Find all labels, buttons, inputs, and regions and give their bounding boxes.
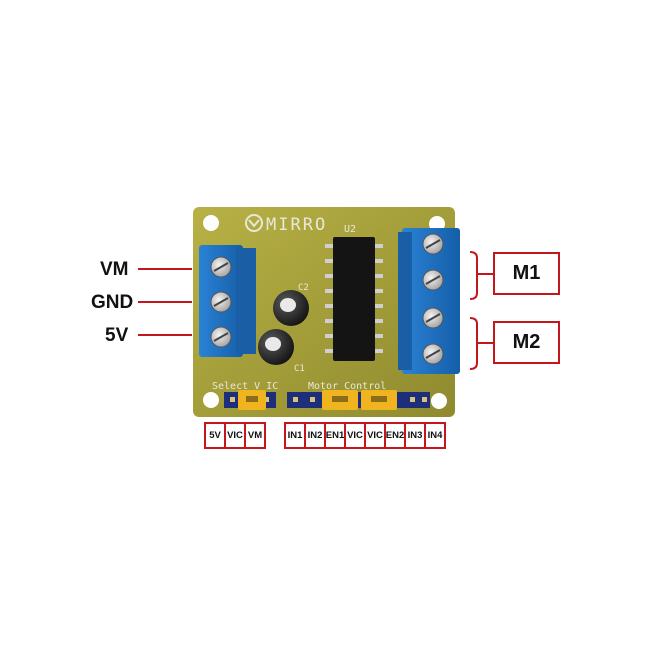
pin-label: IN1 [284, 422, 306, 449]
screw-icon [422, 343, 444, 365]
capacitor-c1 [258, 329, 294, 365]
pin-label: IN3 [404, 422, 426, 449]
label-m1: M1 [493, 252, 560, 295]
pin-label: VIC [224, 422, 246, 449]
pin-label: VIC [344, 422, 366, 449]
screw-icon [422, 307, 444, 329]
label-vm: VM [100, 259, 129, 280]
pin-label: VM [244, 422, 266, 449]
logo-icon [245, 214, 263, 232]
pin-label: VIC [364, 422, 386, 449]
label-gnd: GND [91, 292, 134, 313]
pin-header-right [287, 392, 430, 408]
screw-icon [210, 326, 232, 348]
screw-icon [422, 233, 444, 255]
pin-label: 5V [204, 422, 226, 449]
silk-motor-control: Motor Control [308, 381, 386, 392]
silk-select-v-ic: Select V IC [212, 381, 278, 392]
capacitor-c2 [273, 290, 309, 326]
pin-labels-motor: IN1 IN2 EN1 VIC VIC EN2 IN3 IN4 [284, 422, 446, 449]
pin-label: IN2 [304, 422, 326, 449]
cap-label-c1: C1 [294, 364, 305, 374]
screw-icon [422, 269, 444, 291]
chip-label: U2 [344, 224, 356, 235]
mounting-hole [203, 215, 219, 231]
pcb [193, 207, 455, 417]
label-5v: 5V [105, 325, 129, 346]
logo-text: MIRRO [266, 215, 327, 235]
mounting-hole [203, 392, 219, 408]
mounting-hole [431, 393, 447, 409]
pin-label: EN2 [384, 422, 406, 449]
pin-label: IN4 [424, 422, 446, 449]
screw-icon [210, 256, 232, 278]
pin-labels-select: 5V VIC VM [204, 422, 266, 449]
cap-label-c2: C2 [298, 283, 309, 293]
annotation-lines [138, 251, 493, 370]
screw-icon [210, 291, 232, 313]
terminal-block-right [402, 228, 460, 374]
ic-chip [333, 237, 375, 361]
pin-label: EN1 [324, 422, 346, 449]
label-m2: M2 [493, 321, 560, 364]
